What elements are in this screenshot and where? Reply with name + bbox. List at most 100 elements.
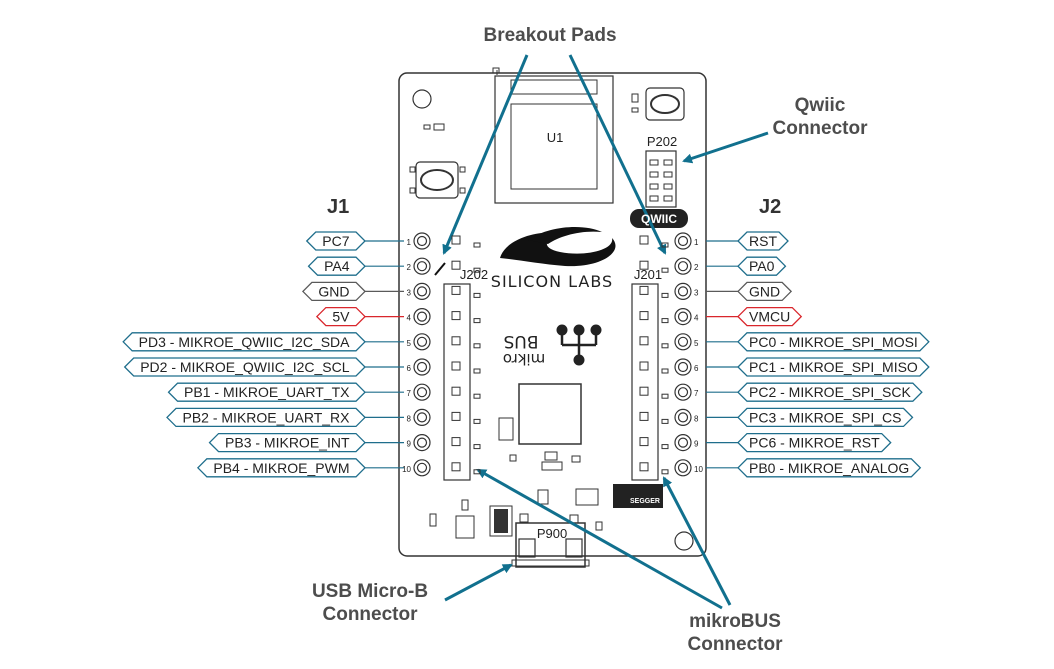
- usb-micro-b-text: USB Micro-B: [311, 581, 429, 602]
- j2-pin-number: 1: [694, 238, 699, 247]
- j201-side-pad: [661, 318, 669, 324]
- j1-pin-label: PC7: [322, 233, 349, 249]
- j2-pad-hole: [677, 286, 689, 297]
- j202-side-pad: [473, 469, 481, 475]
- j1-pin-number: 7: [407, 389, 412, 398]
- j202-side-pad: [473, 318, 481, 324]
- j201-side-pad: [661, 242, 669, 248]
- mcu-chip: [518, 383, 582, 445]
- j2-pad: [674, 408, 692, 426]
- smd-component: [423, 124, 431, 130]
- j202-pad: [451, 285, 461, 295]
- j2-pad-hole: [677, 361, 689, 373]
- j1-pad: [413, 434, 431, 452]
- j202-pad: [451, 336, 461, 346]
- j1-pad-hole: [416, 311, 428, 322]
- j1-pad-hole: [416, 261, 428, 272]
- mikrobus-logo-text-mikro: mikro: [503, 350, 545, 368]
- silicon-labs-logo-text: SILICON LABS: [491, 272, 613, 291]
- j202-pad: [451, 361, 461, 371]
- smd-component: [433, 123, 445, 131]
- j201-side-pad: [661, 343, 669, 349]
- j202-pad: [451, 462, 461, 472]
- j201-side-pad: [661, 393, 669, 399]
- j202-pad: [451, 437, 461, 447]
- j201-side-pad: [661, 469, 669, 475]
- j201-label: J201: [634, 267, 662, 282]
- j2-pad: [674, 434, 692, 452]
- j1-pad-hole: [416, 336, 428, 347]
- qwiic-badge-text: QWIIC: [641, 212, 677, 226]
- breakout-pads-arrow-left: [442, 54, 529, 255]
- segger-badge-icon: [613, 484, 663, 508]
- j201-pad: [639, 336, 649, 346]
- j2-pin-label: VMCU: [749, 309, 790, 325]
- j2-pin-label: GND: [749, 283, 780, 299]
- j2-pin-number: 7: [694, 389, 699, 398]
- push-button-left-cap: [420, 169, 454, 191]
- qwiic-connector-text: Connector: [772, 118, 868, 139]
- j1-pin-number: 4: [407, 314, 412, 323]
- j201-pad: [639, 361, 649, 371]
- j201-pad: [639, 285, 649, 295]
- j2-pin-label: PC2 - MIKROE_SPI_SCK: [749, 384, 911, 400]
- mikrobus-arrow-left: [476, 468, 723, 610]
- j1-pad-hole: [416, 286, 428, 297]
- j1-pad-hole: [416, 235, 428, 247]
- j201-pad: [639, 386, 649, 396]
- j1-pin-label: PD2 - MIKROE_QWIIC_I2C_SCL: [140, 359, 349, 375]
- u1-label: U1: [547, 130, 564, 145]
- qwiic-connector-callout: Qwiic Connector: [760, 94, 880, 140]
- u1-module-outline: [494, 75, 614, 204]
- j1-pin-tag: [123, 357, 366, 377]
- j202-pad: [451, 311, 461, 321]
- j2-pin-number: 4: [694, 314, 699, 323]
- mikrobus-text: mikroBUS: [689, 611, 781, 632]
- j201-side-pad: [661, 444, 669, 450]
- j2-pin-tag: [737, 332, 930, 352]
- j1-pad: [413, 232, 431, 250]
- j2-pad: [674, 282, 692, 300]
- j1-pin-tag: [315, 306, 366, 327]
- j2-pad-hole: [677, 261, 689, 272]
- j1-pin-number: 3: [407, 288, 412, 297]
- segger-badge-text: SEGGER: [630, 498, 660, 505]
- j201-side-pad: [661, 267, 669, 273]
- j2-pin-label: RST: [749, 233, 777, 249]
- j2-pin-label: PA0: [749, 258, 775, 274]
- j2-pad-hole: [677, 311, 689, 322]
- j2-pad-hole: [677, 462, 689, 473]
- p202-qwiic-connector: [645, 150, 677, 208]
- j2-pin-label: PC1 - MIKROE_SPI_MISO: [749, 359, 918, 375]
- j1-pad-hole: [416, 462, 428, 473]
- j201-side-pad: [661, 418, 669, 424]
- push-button-left: [415, 161, 459, 199]
- j2-pin-label: PC3 - MIKROE_SPI_CS: [749, 409, 902, 425]
- silicon-labs-logo-icon: [500, 227, 616, 267]
- j1-pad: [413, 308, 431, 326]
- j1-pin-number: 8: [407, 414, 412, 423]
- usb-arrow: [444, 563, 513, 602]
- j1-pin-number: 1: [407, 238, 412, 247]
- j202-header: [443, 283, 471, 481]
- push-button-right: [645, 87, 685, 121]
- mikrobus-arrow-right: [662, 476, 732, 606]
- j1-pin-number: 10: [402, 465, 411, 474]
- j1-pad: [413, 282, 431, 300]
- j1-pin-label: PA4: [324, 258, 350, 274]
- j2-pad-hole: [677, 235, 689, 247]
- p900-label: P900: [537, 526, 567, 541]
- j1-pin-label: PD3 - MIKROE_QWIIC_I2C_SDA: [139, 334, 350, 350]
- j2-pin-number: 6: [694, 364, 699, 373]
- j201-side-pad: [661, 292, 669, 298]
- j201-pad: [639, 235, 649, 245]
- j2-pin-number: 9: [694, 440, 699, 449]
- j2-pin-label: PC6 - MIKROE_RST: [749, 435, 880, 451]
- breakout-pads-arrow-right: [568, 54, 667, 255]
- j202-pointer-line: [434, 262, 446, 276]
- j1-pin-number: 5: [407, 339, 412, 348]
- j1-pad: [413, 459, 431, 477]
